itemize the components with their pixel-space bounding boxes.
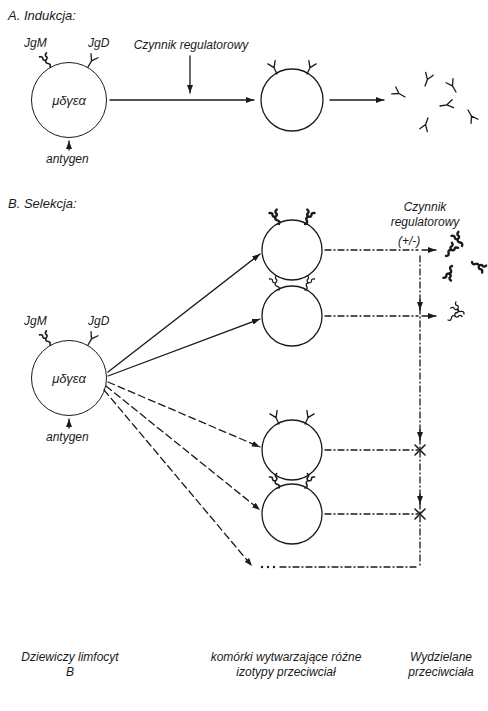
blocked-mark bbox=[415, 509, 425, 519]
antibody-symbol bbox=[301, 411, 314, 426]
antibody-symbol bbox=[269, 210, 282, 226]
antibody-symbol bbox=[269, 474, 282, 490]
antibody-symbol bbox=[269, 276, 282, 292]
antigen-arrow bbox=[68, 419, 69, 428]
blocked-mark bbox=[415, 445, 425, 455]
figure-label: Wydzielane przeciwciała bbox=[398, 650, 484, 680]
fan-arrow bbox=[104, 390, 252, 566]
antibody-symbol bbox=[301, 276, 314, 292]
antibody-symbol bbox=[420, 117, 432, 132]
antibody-symbol bbox=[421, 72, 433, 87]
plasma-cell bbox=[262, 420, 322, 480]
secretion-arrow bbox=[330, 99, 384, 100]
antibody-symbols bbox=[268, 61, 478, 132]
plasma-cell bbox=[262, 484, 322, 544]
igm-symbol bbox=[40, 331, 54, 347]
gene-segments: μδγεα bbox=[52, 371, 86, 386]
igd-symbol bbox=[85, 54, 98, 69]
antibody-symbol bbox=[439, 100, 453, 110]
figure-label: Czynnik regulatorowy bbox=[382, 200, 468, 230]
igd-symbol bbox=[85, 332, 98, 347]
antibody-symbols bbox=[40, 331, 98, 347]
fan-arrow bbox=[106, 386, 260, 510]
section-heading: B. Selekcja: bbox=[8, 196, 77, 212]
fan-arrow bbox=[108, 254, 260, 372]
figure-label: JgM bbox=[24, 314, 47, 329]
figure-label: JgD bbox=[88, 36, 109, 51]
figure-label: JgD bbox=[88, 314, 109, 329]
isotype-cells bbox=[262, 220, 322, 544]
regulator-arrow bbox=[189, 56, 190, 93]
antibody-symbol bbox=[392, 87, 407, 100]
antibody-symbol bbox=[465, 108, 478, 123]
figure-label: antygen bbox=[46, 430, 89, 445]
secreted-antibodies bbox=[443, 232, 486, 324]
antibody-symbol bbox=[270, 411, 283, 426]
figure-label: (+/-) bbox=[398, 234, 420, 249]
antibody-symbol bbox=[303, 61, 316, 76]
figure-label: komórki wytwarzające różne izotypy przec… bbox=[200, 650, 372, 680]
antibody-symbol bbox=[446, 79, 459, 94]
figure-label: antygen bbox=[46, 152, 89, 167]
selection-arrows bbox=[69, 254, 260, 566]
antibody-symbols bbox=[40, 53, 98, 69]
figure-label: Dziewiczy limfocyt B bbox=[18, 650, 122, 680]
plasma-cell bbox=[262, 286, 322, 346]
lymphocyte-cell: μδγεα bbox=[31, 340, 107, 416]
gene-segments: μδγεα bbox=[52, 93, 86, 108]
antibody-symbols bbox=[269, 210, 314, 490]
section-heading: A. Indukcja: bbox=[8, 8, 76, 24]
plasma-cell bbox=[261, 69, 323, 131]
antibody-symbol bbox=[301, 210, 314, 226]
continuation-dots bbox=[261, 566, 275, 568]
figure-label: JgM bbox=[24, 36, 47, 51]
figure-label: Czynnik regulatorowy bbox=[130, 38, 252, 53]
antibody-symbol bbox=[268, 61, 281, 76]
antigen-arrow bbox=[68, 141, 69, 150]
igm-symbol bbox=[40, 53, 54, 69]
process-arrow bbox=[110, 99, 254, 100]
secretion-lines bbox=[280, 250, 420, 567]
induction-arrows bbox=[69, 56, 384, 150]
lymphocyte-cell: μδγεα bbox=[31, 62, 107, 138]
fan-arrow bbox=[108, 319, 260, 376]
antibody-symbol bbox=[301, 474, 314, 490]
plasma-cell bbox=[262, 220, 322, 280]
fan-arrow bbox=[108, 382, 260, 447]
regulation-marks bbox=[415, 250, 436, 519]
